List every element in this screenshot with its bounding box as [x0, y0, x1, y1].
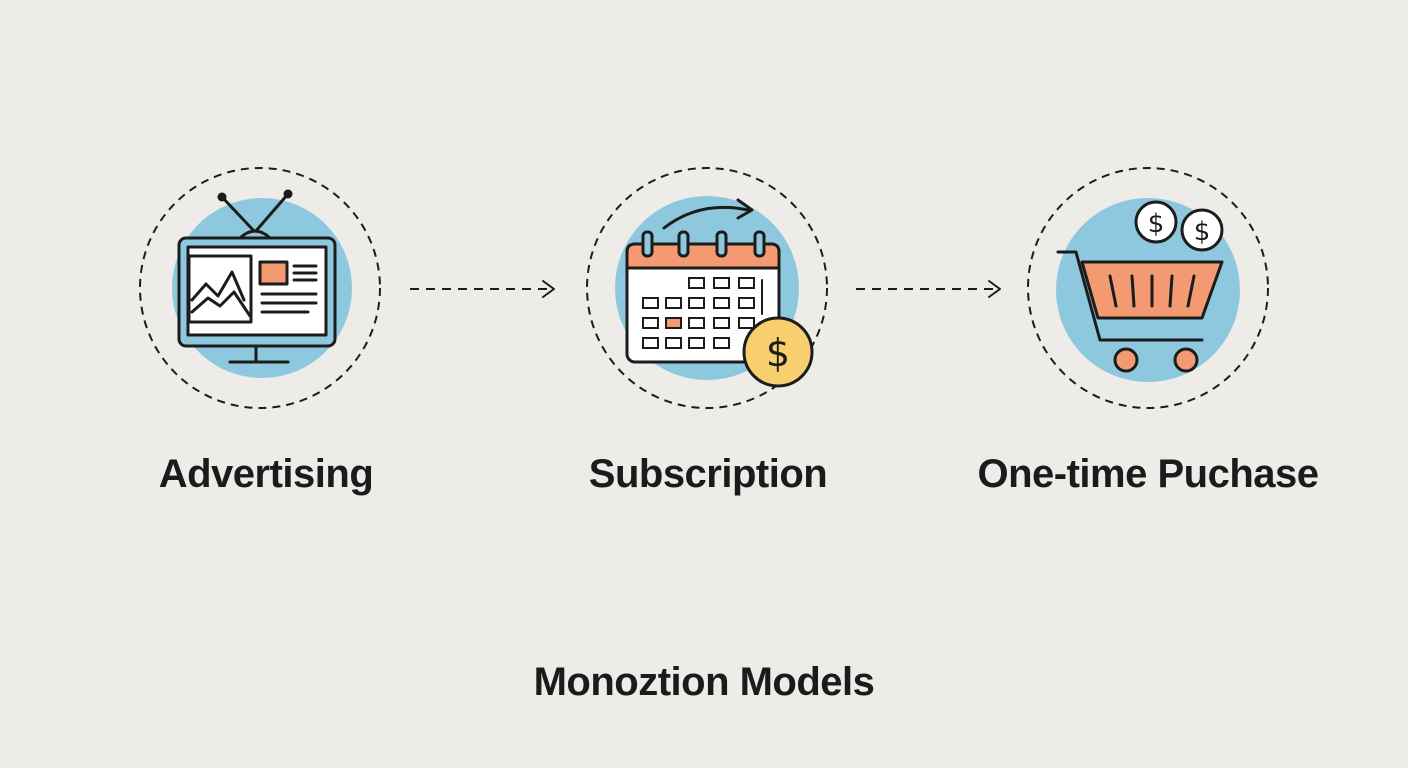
- arrow-subscription-to-purchase: [856, 280, 1001, 298]
- advertising-node: [139, 167, 381, 409]
- shopping-cart-icon: [1056, 250, 1224, 373]
- dollar-coins-icon: $ $: [1134, 200, 1224, 252]
- subscription-node: $: [586, 167, 828, 409]
- tv-ad-icon: [177, 189, 337, 364]
- purchase-dashed-ring: [1027, 167, 1269, 409]
- arrow-advertising-to-subscription: [410, 280, 555, 298]
- svg-text:$: $: [1148, 209, 1165, 239]
- svg-text:$: $: [766, 331, 790, 375]
- svg-text:$: $: [1194, 217, 1211, 247]
- dollar-coin-icon: $: [742, 316, 814, 388]
- subscription-label: Subscription: [588, 452, 828, 496]
- purchase-label: One-time Puchase: [977, 452, 1319, 496]
- advertising-dashed-ring: [139, 167, 381, 409]
- calendar-grid: [642, 277, 755, 349]
- advertising-label: Advertising: [158, 452, 374, 496]
- purchase-node: $ $: [1027, 167, 1269, 409]
- subscription-dashed-ring: [586, 167, 828, 409]
- diagram-title: Monoztion Models: [533, 660, 875, 704]
